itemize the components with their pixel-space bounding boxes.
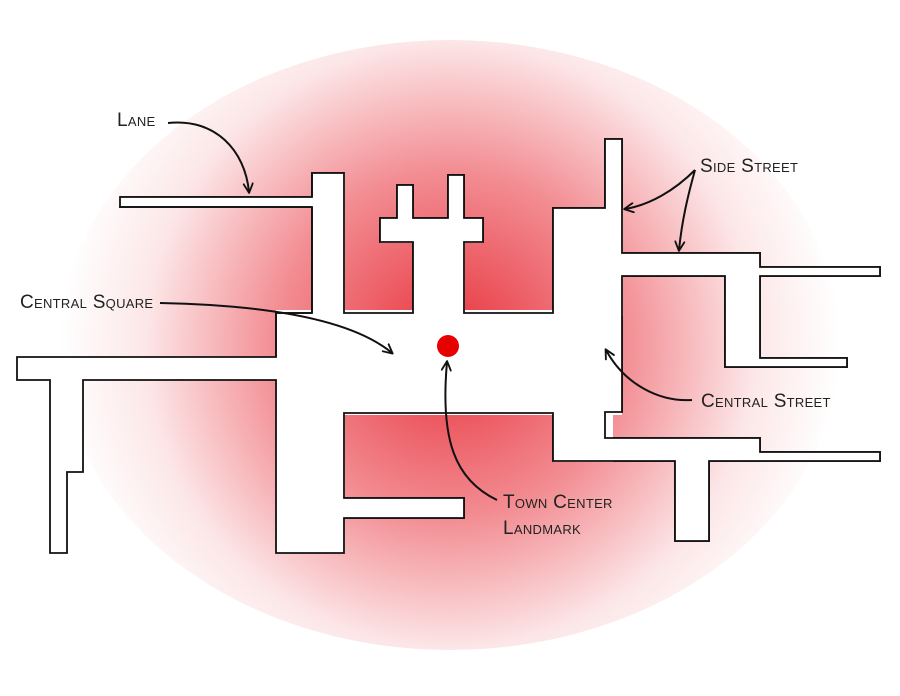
town-center-line2: Landmark: [503, 518, 581, 539]
central-square-label: Central Square: [20, 292, 154, 313]
town-center-label: Town Center Landmark: [503, 490, 613, 542]
side-street-label: Side Street: [700, 156, 799, 177]
central-street-label: Central Street: [701, 391, 831, 412]
red-dot-icon: [437, 335, 459, 357]
lane-arrow: [167, 121, 254, 194]
central-square-arrow: [159, 302, 394, 355]
lane-label: Lane: [117, 110, 156, 131]
side-street-arrow-1: [623, 169, 696, 214]
town-center-line1: Town Center: [503, 492, 613, 513]
central-street-arrow: [604, 348, 693, 402]
landmark-arrow: [440, 360, 498, 501]
side-street-arrow-2: [674, 169, 696, 252]
